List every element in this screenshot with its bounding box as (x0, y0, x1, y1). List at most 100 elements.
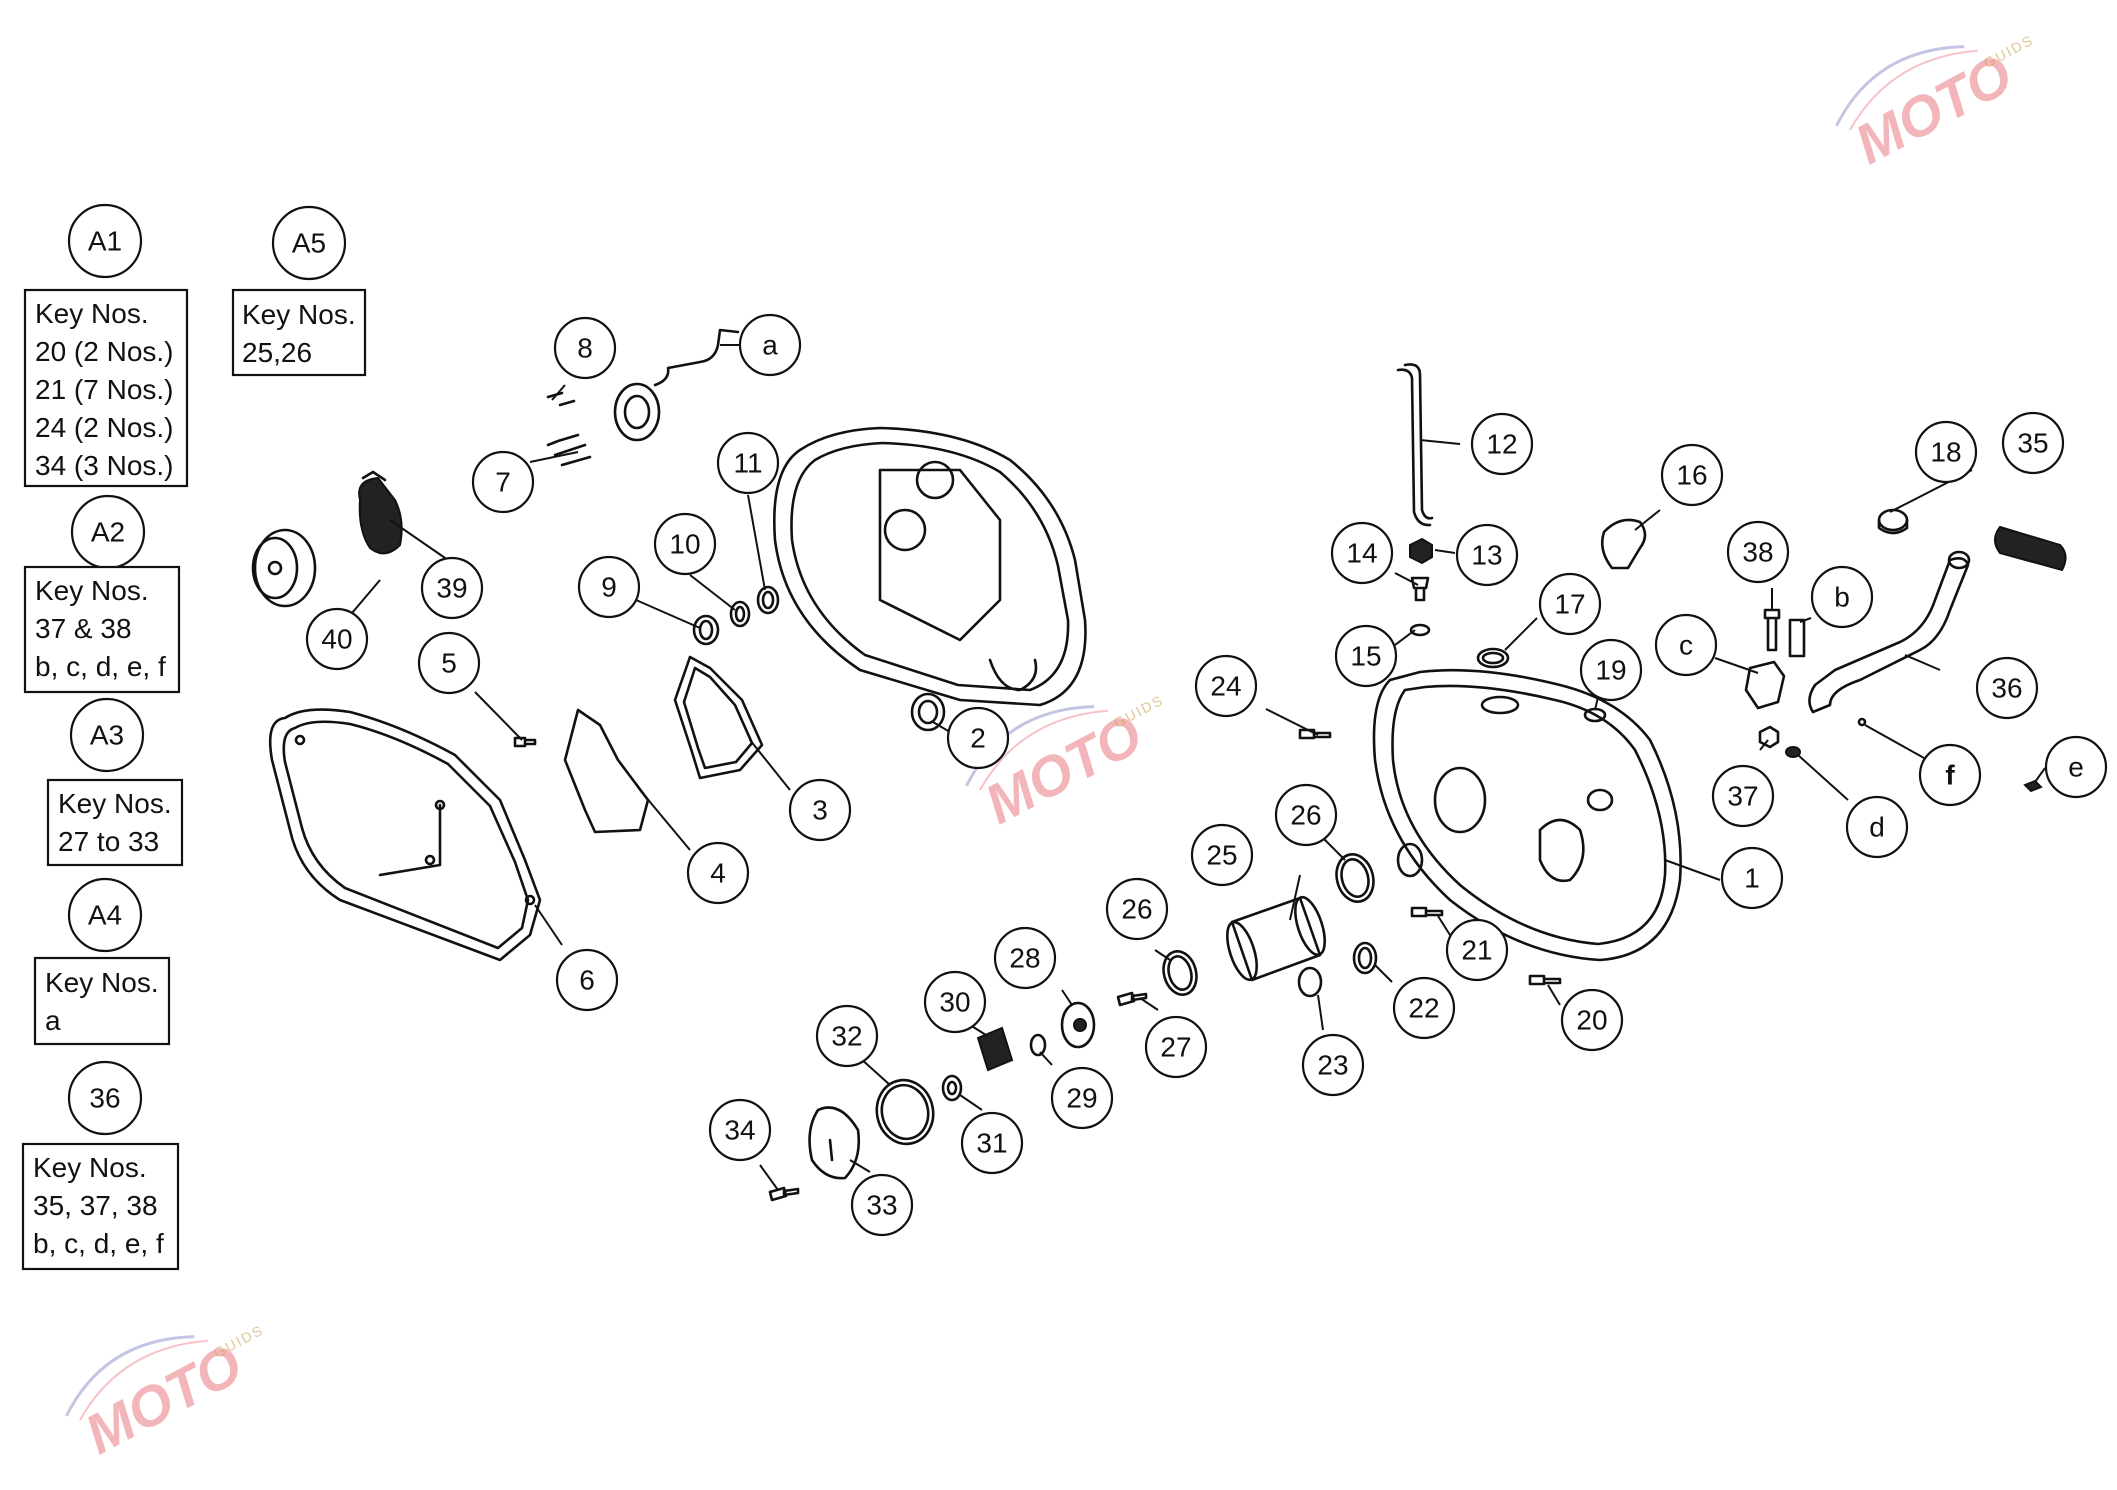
callout-26b: 26 (1105, 877, 1169, 941)
svg-text:18: 18 (1930, 437, 1961, 468)
part-washer-31 (941, 1074, 963, 1102)
callout-24: 24 (1194, 654, 1258, 718)
svg-text:2: 2 (970, 723, 986, 754)
callout-39: 39 (420, 556, 484, 620)
kit-group-a2: A2 Key Nos. 37 & 38 b, c, d, e, f (23, 494, 181, 694)
svg-text:c: c (1679, 630, 1693, 661)
svg-text:19: 19 (1595, 655, 1626, 686)
part-filler-cap (1600, 518, 1647, 570)
part-engine-cover (1372, 668, 1682, 962)
svg-text:26: 26 (1121, 894, 1152, 925)
kit-line: b, c, d, e, f (33, 1228, 164, 1259)
callout-d: d (1845, 795, 1909, 859)
part-cover-33 (808, 1106, 860, 1180)
part-plug-18 (1877, 508, 1909, 535)
part-circlip-23 (1297, 966, 1323, 998)
part-dipstick (1396, 363, 1434, 527)
callout-33: 33 (850, 1173, 914, 1237)
callout-34: 34 (708, 1098, 772, 1162)
kit-label: A2 (91, 517, 125, 548)
kit-box (23, 565, 181, 694)
part-gasket-outer-cover (268, 708, 542, 962)
kit-group-a5: A5 Key Nos. 25,26 (231, 205, 367, 377)
kit-line: Key Nos. (45, 967, 159, 998)
callout-20: 20 (1560, 988, 1624, 1052)
kit-label: 36 (89, 1083, 120, 1114)
svg-text:39: 39 (436, 573, 467, 604)
callout-c: c (1654, 613, 1718, 677)
svg-text:21: 21 (1461, 935, 1492, 966)
callout-13: 13 (1455, 523, 1519, 587)
svg-text:30: 30 (939, 987, 970, 1018)
svg-text:13: 13 (1471, 540, 1502, 571)
svg-text:1: 1 (1744, 863, 1760, 894)
kit-box (46, 778, 184, 867)
svg-text:4: 4 (710, 858, 726, 889)
callout-35: 35 (2001, 411, 2065, 475)
kit-label-circle (67, 203, 143, 279)
callout-7: 7 (471, 450, 535, 514)
leader-lines (351, 344, 2046, 1191)
part-plug-14 (1410, 576, 1430, 602)
kit-line: 21 (7 Nos.) (35, 374, 174, 405)
part-ring-11 (756, 585, 780, 615)
callout-18: 18 (1914, 420, 1978, 484)
svg-text:27: 27 (1160, 1032, 1191, 1063)
part-clamp-c (1744, 660, 1786, 710)
kit-group-a1: A1 Key Nos. 20 (2 Nos.) 21 (7 Nos.) 24 (… (23, 203, 189, 488)
kit-label-circle (67, 1060, 143, 1136)
svg-text:22: 22 (1408, 993, 1439, 1024)
kit-label: A1 (88, 226, 122, 257)
part-stator-a (613, 328, 740, 442)
part-flywheel-40 (251, 528, 317, 608)
watermark-top-right: MOTO GUIDS (1835, 31, 2037, 176)
part-o-ring-17 (1476, 647, 1510, 669)
part-nut-37 (1758, 725, 1780, 749)
part-washer-29 (1029, 1033, 1047, 1057)
kit-label: A3 (90, 720, 124, 751)
kit-box (23, 288, 189, 488)
svg-text:15: 15 (1350, 641, 1381, 672)
part-nut-13 (1409, 537, 1433, 565)
kit-line: Key Nos. (35, 575, 149, 606)
kit-line: 37 & 38 (35, 613, 132, 644)
part-gasket-plate (673, 655, 764, 780)
callout-26a: 26 (1274, 783, 1338, 847)
part-spring-30 (976, 1026, 1014, 1072)
kit-label-circle (271, 205, 347, 281)
svg-text:38: 38 (1742, 537, 1773, 568)
callout-32: 32 (815, 1004, 879, 1068)
callout-9: 9 (577, 555, 641, 619)
callout-21: 21 (1445, 918, 1509, 982)
svg-text:24: 24 (1210, 671, 1241, 702)
part-footrest-rubber (1994, 525, 2067, 572)
part-inner-cover-housing (773, 426, 1087, 707)
kit-label: A4 (88, 900, 122, 931)
callout-38: 38 (1726, 520, 1790, 584)
kit-line: 35, 37, 38 (33, 1190, 158, 1221)
callout-36: 36 (1975, 656, 2039, 720)
part-seal-9 (692, 614, 720, 646)
part-bolt-21 (1410, 906, 1444, 918)
svg-text:36: 36 (1991, 673, 2022, 704)
callout-23: 23 (1301, 1033, 1365, 1097)
callout-25: 25 (1190, 823, 1254, 887)
svg-text:20: 20 (1576, 1005, 1607, 1036)
callout-27: 27 (1144, 1015, 1208, 1079)
callout-19: 19 (1579, 638, 1643, 702)
kit-box (33, 956, 171, 1046)
kit-box (231, 288, 367, 377)
svg-text:8: 8 (577, 333, 593, 364)
svg-text:28: 28 (1009, 943, 1040, 974)
callout-16: 16 (1660, 443, 1724, 507)
callout-29: 29 (1050, 1066, 1114, 1130)
callout-a: a (738, 313, 802, 377)
part-bolt-38 (1763, 608, 1781, 652)
callout-14: 14 (1330, 521, 1394, 585)
callout-8: 8 (553, 316, 617, 380)
svg-text:26: 26 (1290, 800, 1321, 831)
svg-text:b: b (1834, 582, 1850, 613)
svg-text:3: 3 (812, 795, 828, 826)
kit-label-circle (67, 877, 143, 953)
